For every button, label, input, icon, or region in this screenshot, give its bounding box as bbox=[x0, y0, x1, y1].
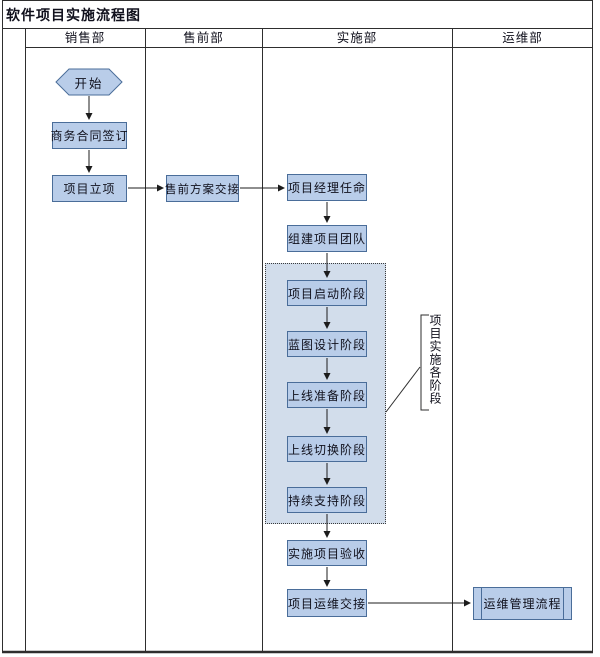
node-stage-continuous-support: 持续支持阶段 bbox=[287, 487, 367, 513]
node-project-initiation: 项目立项 bbox=[52, 175, 127, 202]
node-stage-golive-preparation: 上线准备阶段 bbox=[287, 382, 367, 408]
node-stage-kickoff: 项目启动阶段 bbox=[287, 280, 367, 306]
lane-header-presales: 售前部 bbox=[183, 31, 224, 45]
bracket-callout bbox=[385, 314, 429, 413]
predefined-process-right-bar bbox=[563, 588, 564, 619]
page-title: 软件项目实施流程图 bbox=[6, 9, 141, 24]
node-stage-blueprint-design: 蓝图设计阶段 bbox=[287, 331, 367, 357]
predefined-process-left-bar bbox=[481, 588, 482, 619]
node-presales-plan-handover: 售前方案交接 bbox=[165, 175, 239, 202]
node-pm-appointment: 项目经理任命 bbox=[287, 174, 367, 201]
node-project-acceptance: 实施项目验收 bbox=[287, 540, 367, 566]
node-team-building: 组建项目团队 bbox=[287, 225, 367, 252]
stage-group-annotation: 项目实施各阶段 bbox=[428, 314, 442, 405]
node-om-handover: 项目运维交接 bbox=[287, 589, 367, 617]
lane-header-implementation: 实施部 bbox=[336, 31, 378, 45]
node-stage-golive-cutover: 上线切换阶段 bbox=[287, 436, 367, 462]
om-process-label: 运维管理流程 bbox=[483, 597, 562, 611]
lane-header-operations: 运维部 bbox=[502, 31, 543, 45]
node-start: 开始 bbox=[74, 76, 104, 91]
lane-header-sales: 销售部 bbox=[64, 31, 106, 45]
node-contract-signing: 商务合同签订 bbox=[51, 122, 128, 149]
node-om-management-process: 运维管理流程 bbox=[473, 587, 572, 620]
